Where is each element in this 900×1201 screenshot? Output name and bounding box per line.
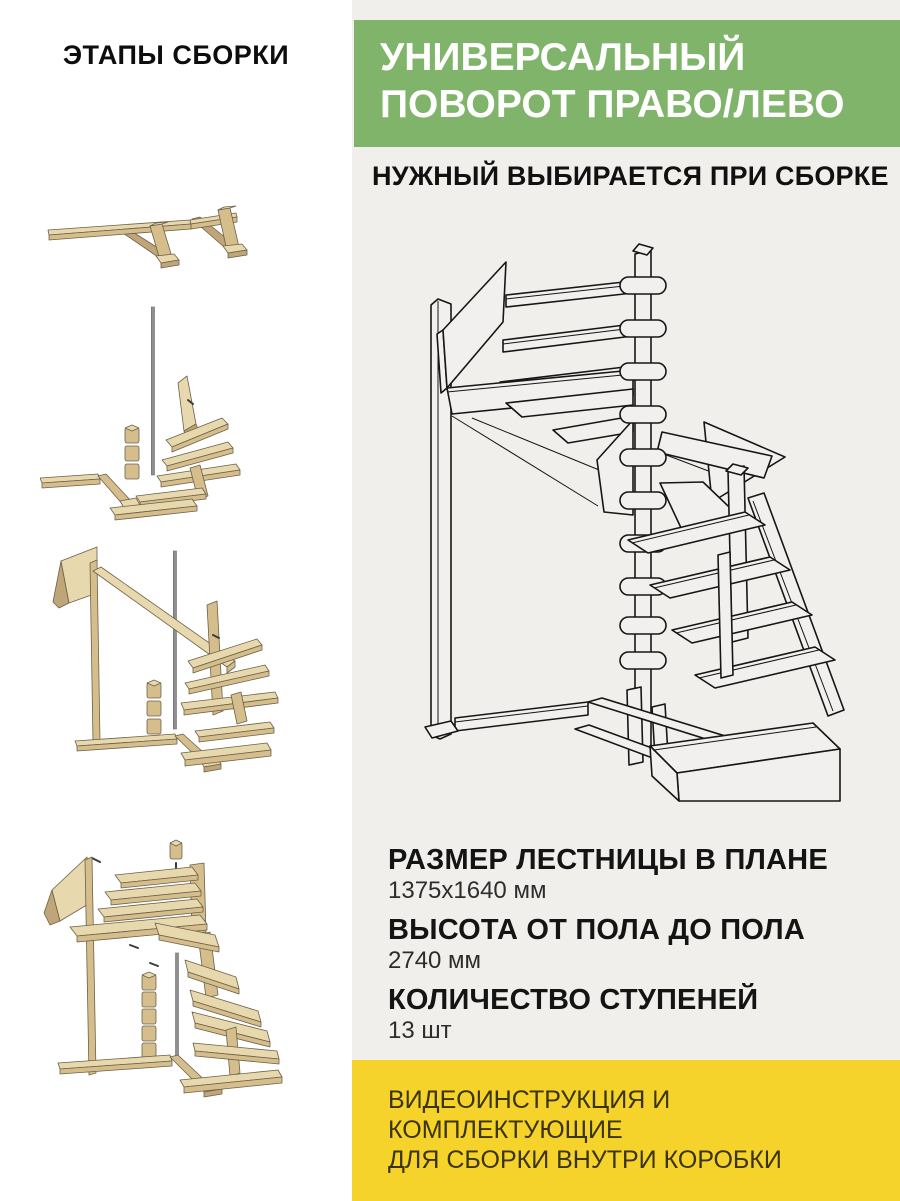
stage-3-frame-and-stringer-illustration — [52, 546, 279, 773]
footer-line-1: ВИДЕОИНСТРУКЦИЯ И — [388, 1086, 671, 1114]
footer-line-2: КОМПЛЕКТУЮЩИЕ — [388, 1116, 623, 1144]
spec-value: 2740 мм — [388, 947, 482, 974]
product-info-panel: УНИВЕРСАЛЬНЫЙ ПОВОРОТ ПРАВО/ЛЕВО НУЖНЫЙ … — [352, 0, 900, 1201]
stage-4-assembled-staircase-illustration — [43, 839, 283, 1098]
spec-value: 13 шт — [388, 1017, 452, 1044]
footer-line-3: ДЛЯ СБОРКИ ВНУТРИ КОРОБКИ — [388, 1146, 782, 1174]
footer-note-banner: ВИДЕОИНСТРУКЦИЯ И КОМПЛЕКТУЮЩИЕ ДЛЯ СБОР… — [352, 1060, 900, 1201]
spec-row: РАЗМЕР ЛЕСТНИЦЫ В ПЛАНЕ 1375х1640 мм — [388, 843, 888, 905]
spec-label: ВЫСОТА ОТ ПОЛА ДО ПОЛА — [388, 914, 805, 946]
spec-row: ВЫСОТА ОТ ПОЛА ДО ПОЛА 2740 мм — [388, 913, 888, 975]
stage-1-support-brackets-illustration — [47, 205, 248, 269]
assembly-stages-column: ЭТАПЫ СБОРКИ — [0, 0, 352, 1201]
spec-label: КОЛИЧЕСТВО СТУПЕНЕЙ — [388, 984, 759, 1016]
assembly-stages-title: ЭТАПЫ СБОРКИ — [62, 40, 290, 70]
spec-value: 1375х1640 мм — [388, 877, 547, 904]
product-subtitle: НУЖНЫЙ ВЫБИРАЕТСЯ ПРИ СБОРКЕ — [372, 161, 889, 191]
product-title-line-1: УНИВЕРСАЛЬНЫЙ — [380, 36, 746, 79]
staircase-drawing-container — [352, 210, 900, 850]
product-title-banner: УНИВЕРСАЛЬНЫЙ ПОВОРОТ ПРАВО/ЛЕВО — [354, 20, 900, 147]
spec-label: РАЗМЕР ЛЕСТНИЦЫ В ПЛАНЕ — [388, 844, 828, 876]
specs-list: РАЗМЕР ЛЕСТНИЦЫ В ПЛАНЕ 1375х1640 мм ВЫС… — [388, 843, 888, 1053]
stage-2-pole-and-winder-steps-illustration — [40, 306, 241, 521]
staircase-isometric-line-drawing — [424, 243, 845, 802]
spec-row: КОЛИЧЕСТВО СТУПЕНЕЙ 13 шт — [388, 983, 888, 1045]
product-title-line-2: ПОВОРОТ ПРАВО/ЛЕВО — [380, 83, 845, 126]
